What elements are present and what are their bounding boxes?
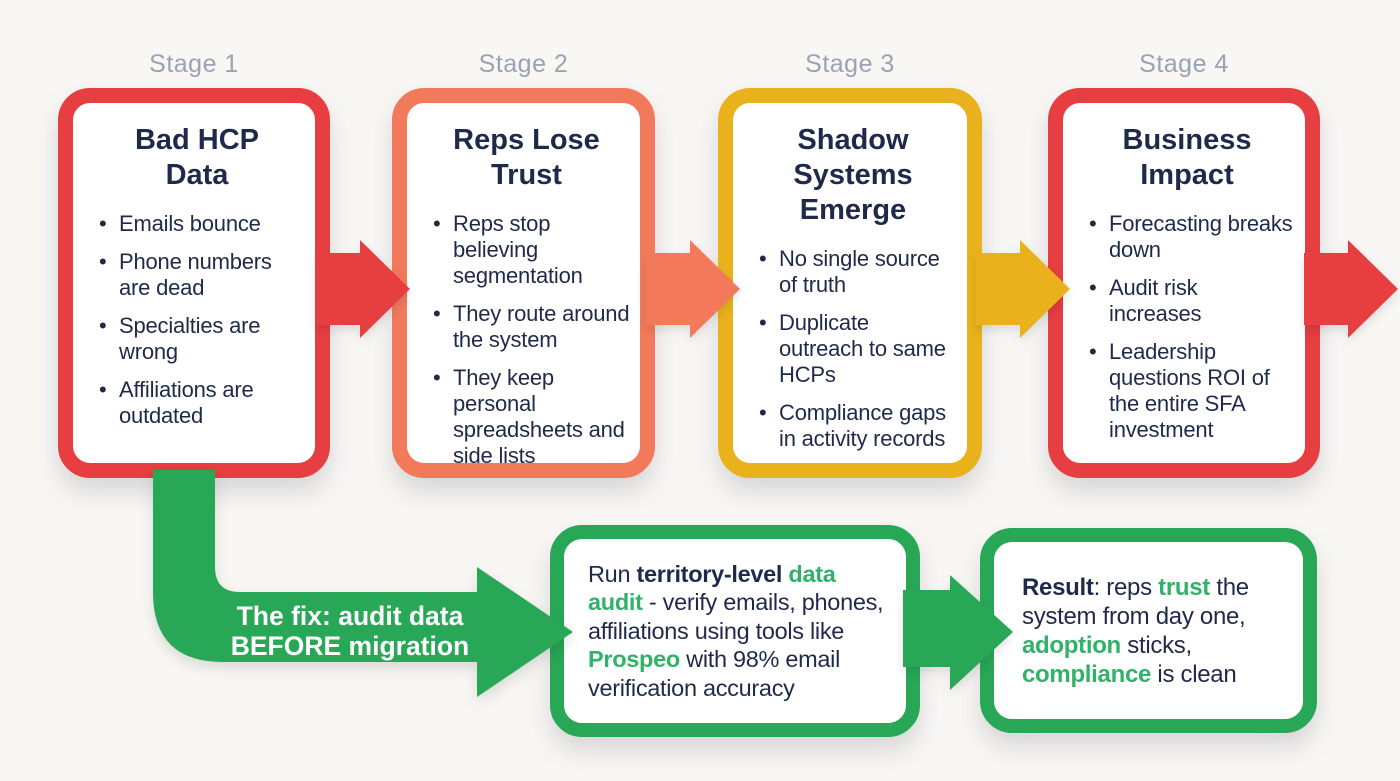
bullet-item: Reps stop believing segmentation xyxy=(431,211,630,289)
stage-box-content: Reps Lose Trust Reps stop believing segm… xyxy=(407,103,640,469)
bullet-item: Emails bounce xyxy=(97,211,305,237)
fix-arrow-label: The fix: audit data BEFORE migration xyxy=(230,601,470,661)
text-segment: Prospeo xyxy=(588,646,680,673)
bullet-item: Audit risk increases xyxy=(1087,275,1295,327)
text-segment: data audit xyxy=(588,560,836,616)
text-segment: Result xyxy=(1022,573,1094,601)
text-segment: sticks, xyxy=(1120,631,1192,659)
stage-title: Business Impact xyxy=(1122,124,1252,191)
stage-title: Shadow Systems Emerge xyxy=(793,124,913,226)
stage-box-content: Bad HCP Data Emails bouncePhone numbers … xyxy=(73,103,315,429)
stage-bullet-list: Reps stop believing segmentationThey rou… xyxy=(423,211,630,469)
text-segment: compliance xyxy=(1022,660,1152,688)
text-segment: the system from day one, xyxy=(1022,573,1249,630)
text-segment: with 98% email verification accuracy xyxy=(588,646,841,701)
flow-arrow-1-icon xyxy=(316,240,410,338)
text-segment: : reps xyxy=(1093,573,1159,601)
bullet-item: Compliance gaps in activity records xyxy=(757,400,957,452)
bullet-item: Specialties are wrong xyxy=(97,313,305,365)
bullet-item: They keep personal spreadsheets and side… xyxy=(431,365,630,469)
bullet-item: They route around the system xyxy=(431,301,630,353)
stage-title: Reps Lose Trust xyxy=(453,124,600,191)
stage-bullet-list: Emails bouncePhone numbers are deadSpeci… xyxy=(89,211,305,429)
text-segment: is clean xyxy=(1151,660,1237,688)
flow-arrow-2-icon xyxy=(646,240,740,338)
stage-label-3: Stage 3 xyxy=(805,50,895,78)
text-segment: - verify emails, phones, affiliations us… xyxy=(588,589,884,644)
stage-bullet-list: No single source of truthDuplicate outre… xyxy=(749,246,957,452)
stage-label-2: Stage 2 xyxy=(478,50,569,78)
result-box-text: Result: reps trust the system from day o… xyxy=(994,573,1303,689)
stage-label-4: Stage 4 xyxy=(1139,50,1229,78)
fix-box-text: Run territory-level data audit - verify … xyxy=(564,560,906,703)
text-segment: Run xyxy=(588,560,637,587)
bullet-item: Affiliations are outdated xyxy=(97,377,305,429)
stage-label-1: Stage 1 xyxy=(149,50,239,78)
stage-title: Bad HCP Data xyxy=(134,124,260,191)
stage-box-shadow-systems-emerge: Shadow Systems Emerge No single source o… xyxy=(718,88,982,478)
stage-bullet-list: Forecasting breaks downAudit risk increa… xyxy=(1079,211,1295,443)
stage-box-content: Shadow Systems Emerge No single source o… xyxy=(733,103,967,452)
stage-box-business-impact: Business Impact Forecasting breaks downA… xyxy=(1048,88,1320,478)
text-segment: trust xyxy=(1158,573,1210,601)
result-box: Result: reps trust the system from day o… xyxy=(980,528,1317,733)
bullet-item: No single source of truth xyxy=(757,246,957,298)
flow-arrow-3-icon xyxy=(976,240,1070,338)
stage-box-bad-hcp-data: Bad HCP Data Emails bouncePhone numbers … xyxy=(58,88,330,478)
bullet-item: Forecasting breaks down xyxy=(1087,211,1295,263)
fix-result-arrow-icon xyxy=(903,575,1013,690)
fix-elbow-arrow-icon xyxy=(153,470,573,697)
bullet-item: Leadership questions ROI of the entire S… xyxy=(1087,339,1295,443)
bullet-item: Duplicate outreach to same HCPs xyxy=(757,310,957,388)
stage-box-reps-lose-trust: Reps Lose Trust Reps stop believing segm… xyxy=(392,88,655,478)
text-segment: adoption xyxy=(1022,631,1121,659)
flow-arrow-4-icon xyxy=(1304,240,1398,338)
bullet-item: Phone numbers are dead xyxy=(97,249,305,301)
stage-box-content: Business Impact Forecasting breaks downA… xyxy=(1063,103,1305,443)
text-segment: territory-level xyxy=(636,560,783,587)
fix-box: Run territory-level data audit - verify … xyxy=(550,525,920,737)
